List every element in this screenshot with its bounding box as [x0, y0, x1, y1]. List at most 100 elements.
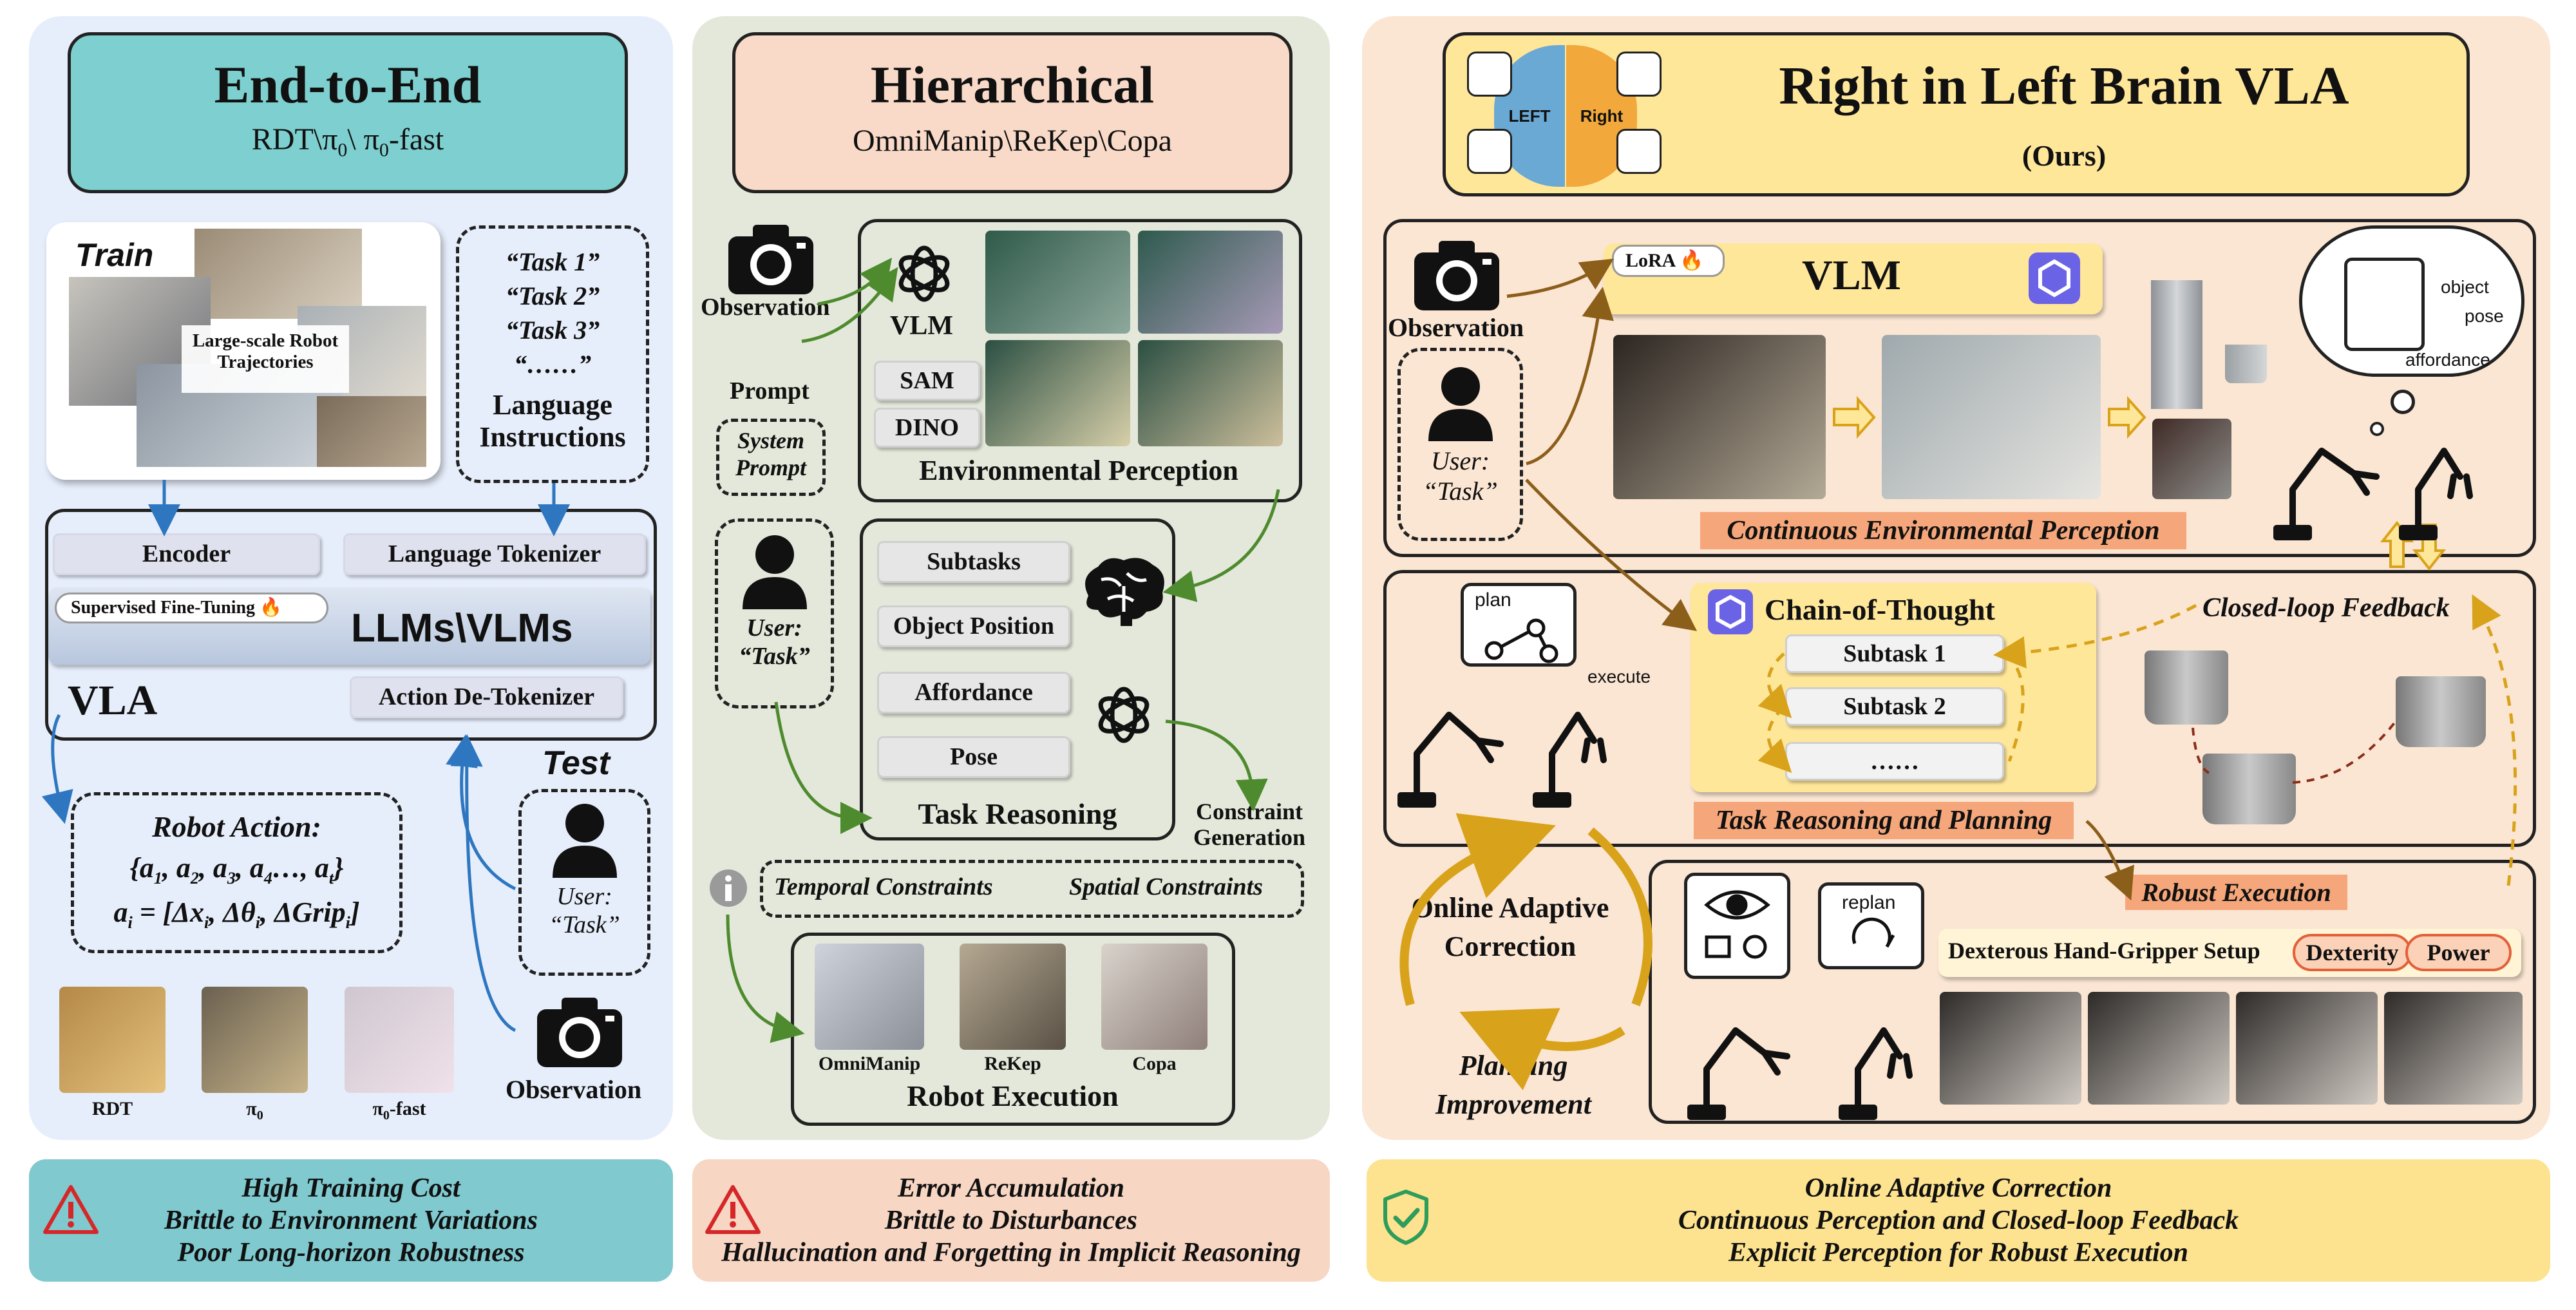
test-user-box: User: “Task” — [518, 789, 650, 976]
mug-connectors — [2192, 720, 2397, 784]
dino-chip: DINO — [874, 408, 980, 448]
language-instructions-box: “Task 1” “Task 2” “Task 3” “……” Language… — [456, 225, 649, 483]
vla-block — [45, 509, 657, 741]
prompt-label: Prompt — [730, 377, 810, 404]
arrow-user-to-cot — [1525, 479, 1698, 631]
llms-vlms-label: LLMs\VLMs — [351, 606, 573, 650]
right-arrows — [1506, 258, 2134, 901]
arrow-reasoning-to-constraint — [1165, 719, 1268, 812]
arrow-constraints-to-execution — [726, 914, 805, 1043]
closed-loop-feedback-label: Closed-loop Feedback — [2202, 593, 2450, 623]
user-label: User: — [556, 883, 612, 910]
warning-icon — [43, 1185, 99, 1234]
copa-photo — [1101, 944, 1208, 1050]
arrow-user-to-reasoning — [774, 701, 873, 834]
perception-photo-1 — [985, 231, 1130, 334]
perception-photo-4 — [1138, 340, 1283, 446]
subtask-more-chip: …… — [1785, 742, 2004, 781]
subtask-1-chip: Subtask 1 — [1785, 634, 2004, 673]
correction-cycle — [1399, 813, 1653, 1090]
camera-icon — [537, 998, 622, 1067]
lora-badge: LoRA 🔥 — [1612, 245, 1725, 277]
camera-icon — [728, 225, 813, 294]
task-item: “Task 2” — [505, 281, 600, 310]
arrow-perception-to-reasoning — [1162, 489, 1280, 602]
task-item: “Task 1” — [505, 247, 600, 276]
reasoning-subtasks-chip: Subtasks — [877, 541, 1070, 583]
shield-check-icon — [1383, 1190, 1428, 1245]
openai-logo-icon — [898, 245, 950, 302]
pi0-fast-photo — [345, 987, 454, 1093]
online-adaptive-correction-label: Online Adaptive Correction — [1411, 892, 1609, 962]
pi0-label: π0 — [246, 1098, 263, 1123]
robot-action-set: {a1, a2, a3, a4…, at} — [129, 852, 344, 888]
plan-box — [1461, 583, 1577, 667]
power-badge: Power — [2405, 934, 2512, 971]
user-label: User: — [1430, 446, 1490, 475]
end-to-end-title-box: End-to-End RDT\π0\ π0-fast — [68, 32, 628, 193]
train-image-caption: Large-scale Robot Trajectories — [182, 325, 349, 393]
train-label: Train — [75, 237, 154, 273]
mug-3 — [2202, 754, 2296, 824]
feedback-arrows — [1757, 594, 2517, 886]
middle-user-box: User: “Task” — [715, 518, 834, 708]
end-to-end-subtitle: RDT\π0\ π0-fast — [251, 122, 444, 161]
ours-subtitle: (Ours) — [2022, 139, 2107, 172]
openai-logo-icon — [1098, 687, 1150, 743]
constraints-box — [760, 860, 1304, 918]
omnimanip-photo — [815, 944, 924, 1050]
end-to-end-title: End-to-End — [214, 55, 482, 114]
perception-photo-3 — [985, 340, 1130, 446]
rekep-photo — [960, 944, 1066, 1050]
omnimanip-label: OmniManip — [818, 1053, 921, 1074]
continuous-perception-label: Continuous Environmental Perception — [1700, 512, 2186, 549]
cot-loop-left — [1757, 652, 1792, 719]
execution-frame-1 — [1940, 992, 2081, 1105]
train-image-collage: Large-scale Robot Trajectories Train — [46, 222, 440, 480]
rekep-label: ReKep — [984, 1053, 1041, 1074]
environmental-perception-label: Environmental Perception — [919, 455, 1238, 486]
right-footer: Online Adaptive Correction Continuous Pe… — [1367, 1159, 2550, 1282]
pi0-photo — [202, 987, 308, 1093]
sft-badge: Supervised Fine-Tuning 🔥 — [55, 593, 328, 623]
temporal-constraints-label: Temporal Constraints — [774, 873, 993, 900]
robust-execution-box — [1649, 860, 2536, 1124]
user-task: “Task” — [1423, 477, 1498, 506]
arrow-planning-to-robust — [2085, 820, 2134, 901]
dexterous-setup-label: Dexterous Hand-Gripper Setup — [1948, 938, 2260, 964]
replan-label: replan — [1842, 892, 1896, 913]
user-task: “Task” — [739, 643, 810, 670]
hierarchical-title: Hierarchical — [870, 55, 1155, 114]
cloud-affordance-label: affordance — [2405, 350, 2490, 370]
observation-label: Observation — [1388, 313, 1524, 342]
test-label: Test — [542, 745, 610, 782]
replan-box — [1818, 882, 1924, 969]
ours-title: Right in Left Brain VLA — [1779, 56, 2349, 116]
feedback-arrow-robust-to-closed-loop — [2472, 594, 2517, 886]
user-icon — [552, 804, 617, 878]
robust-execution-label: Robust Execution — [2125, 875, 2347, 910]
qwen-logo-icon — [2029, 252, 2080, 304]
scene-photo-1 — [1613, 335, 1826, 499]
execute-label: execute — [1587, 667, 1651, 687]
user-icon — [1428, 367, 1493, 441]
hierarchy-icon — [1467, 52, 1512, 97]
qwen-logo-icon — [1708, 589, 1753, 634]
observation-label: Observation — [506, 1075, 642, 1104]
spatial-constraints-label: Spatial Constraints — [1069, 873, 1263, 900]
dexterity-badge: Dexterity — [2293, 934, 2412, 971]
vlm-label: VLM — [890, 311, 953, 341]
reasoning-object-position-chip: Object Position — [877, 605, 1070, 647]
user-icon — [742, 535, 807, 609]
system-prompt-box: System Prompt — [716, 419, 826, 496]
task-reasoning-box — [860, 518, 1175, 840]
language-instructions-label: Language Instructions — [479, 389, 626, 453]
plan-graph-icon — [1484, 618, 1558, 663]
replan-cycle-icon — [1852, 917, 1895, 948]
mug-1 — [2145, 650, 2228, 725]
task-item: “Task 3” — [505, 316, 600, 345]
fire-icon: 🔥 — [260, 598, 282, 618]
pose-diagram-icon — [2344, 258, 2425, 351]
copa-label: Copa — [1132, 1053, 1177, 1074]
chain-of-thought-title: Chain-of-Thought — [1765, 593, 1995, 626]
